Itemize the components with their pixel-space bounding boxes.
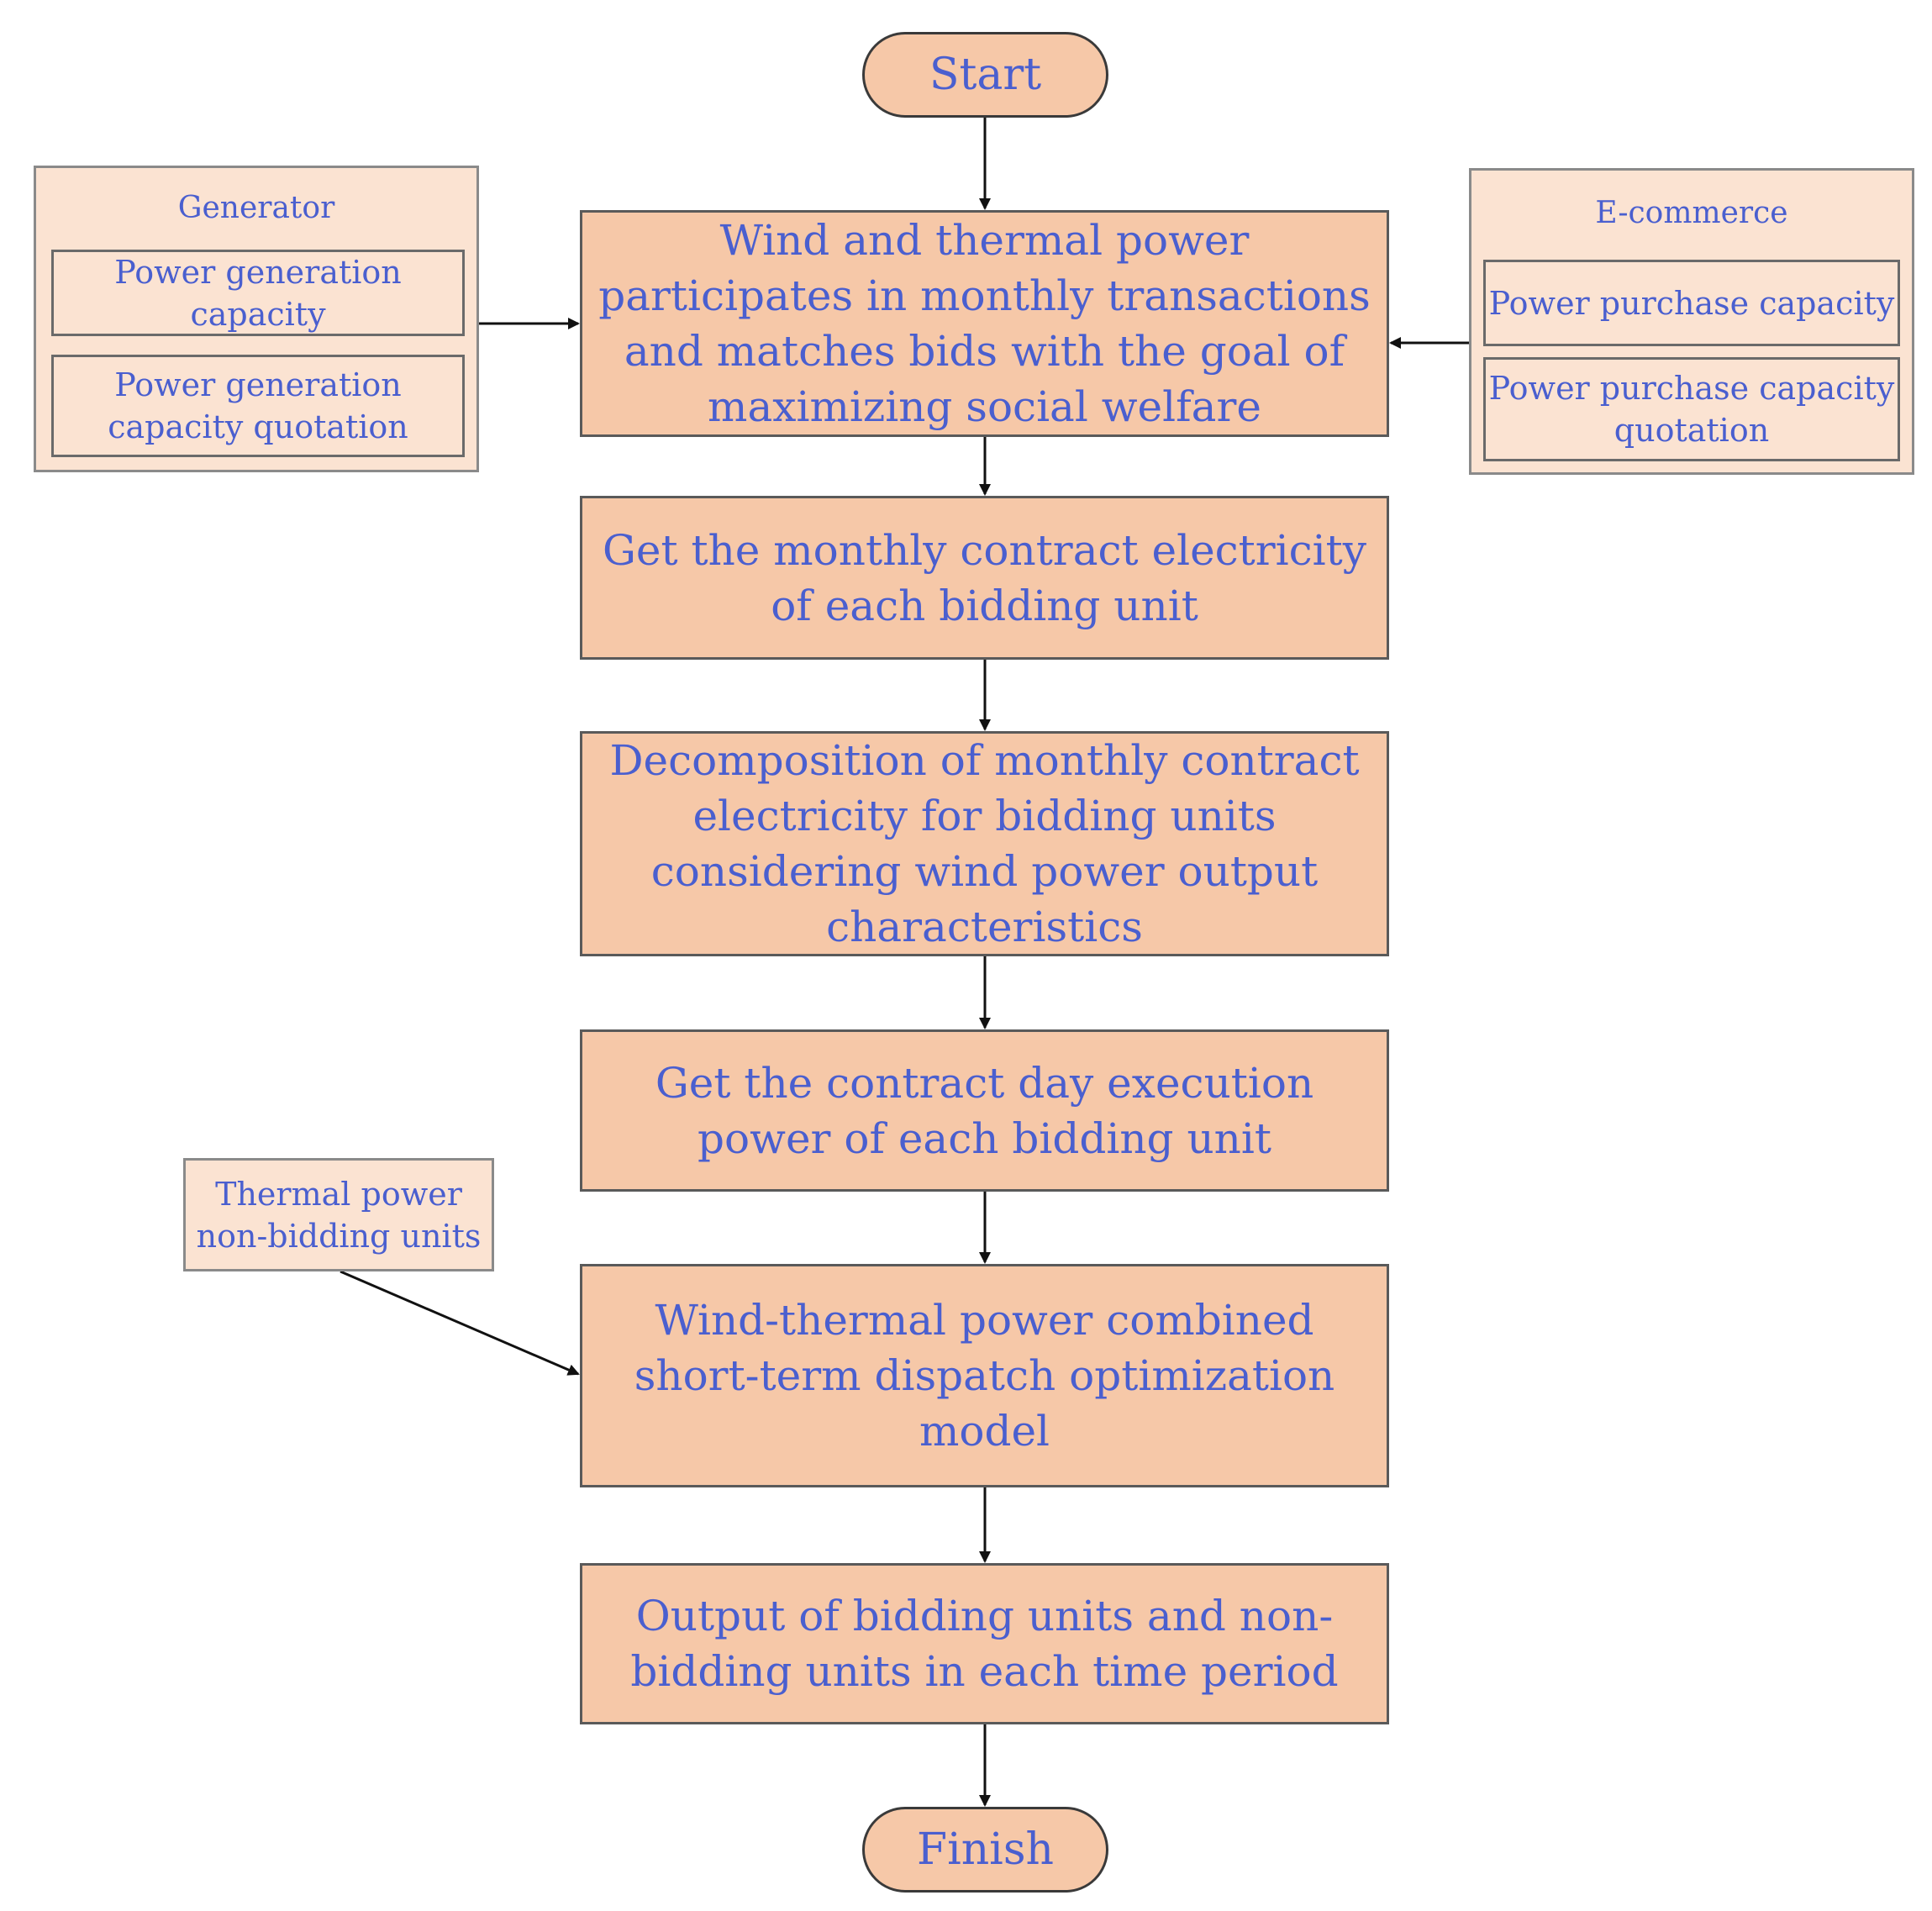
start-terminal: Start	[862, 32, 1108, 118]
step-output: Output of bidding units and non-bidding …	[580, 1563, 1389, 1724]
thermal-nonbidding-units-box: Thermal power non-bidding units	[183, 1158, 494, 1271]
step-monthly-contract-electricity-label: Get the monthly contract electricity of …	[602, 525, 1367, 630]
step-monthly-contract-electricity: Get the monthly contract electricity of …	[580, 496, 1389, 660]
step-dispatch-model: Wind-thermal power combined short-term d…	[580, 1264, 1389, 1487]
generator-item-capacity-label: Power generation capacity	[114, 253, 402, 333]
step-decomposition-label: Decomposition of monthly contract electr…	[609, 736, 1360, 951]
generator-item-quotation: Power generation capacity quotation	[51, 355, 465, 457]
finish-terminal: Finish	[862, 1807, 1108, 1893]
step-day-execution-power: Get the contract day execution power of …	[580, 1029, 1389, 1192]
arrow-thermal-to-step5	[340, 1270, 580, 1376]
ecommerce-item-capacity-label: Power purchase capacity	[1488, 284, 1895, 322]
finish-label: Finish	[916, 1824, 1054, 1875]
generator-item-quotation-label: Power generation capacity quotation	[108, 366, 408, 445]
generator-panel: Generator Power generation capacity Powe…	[34, 166, 479, 472]
step-dispatch-model-label: Wind-thermal power combined short-term d…	[634, 1296, 1335, 1456]
start-label: Start	[929, 50, 1042, 100]
generator-item-capacity: Power generation capacity	[51, 250, 465, 336]
ecommerce-item-quotation-label: Power purchase capacity quotation	[1488, 370, 1895, 449]
step-monthly-transactions: Wind and thermal power participates in m…	[580, 210, 1389, 437]
ecommerce-title: E-commerce	[1595, 196, 1788, 230]
step-day-execution-power-label: Get the contract day execution power of …	[655, 1058, 1314, 1163]
generator-title: Generator	[177, 191, 335, 225]
ecommerce-panel: E-commerce Power purchase capacity Power…	[1469, 168, 1914, 475]
step-output-label: Output of bidding units and non-bidding …	[630, 1592, 1339, 1696]
ecommerce-item-quotation: Power purchase capacity quotation	[1483, 357, 1900, 461]
thermal-nonbidding-units-label: Thermal power non-bidding units	[196, 1175, 482, 1255]
step-decomposition: Decomposition of monthly contract electr…	[580, 731, 1389, 956]
ecommerce-item-capacity: Power purchase capacity	[1483, 260, 1900, 346]
step-monthly-transactions-label: Wind and thermal power participates in m…	[598, 216, 1371, 431]
